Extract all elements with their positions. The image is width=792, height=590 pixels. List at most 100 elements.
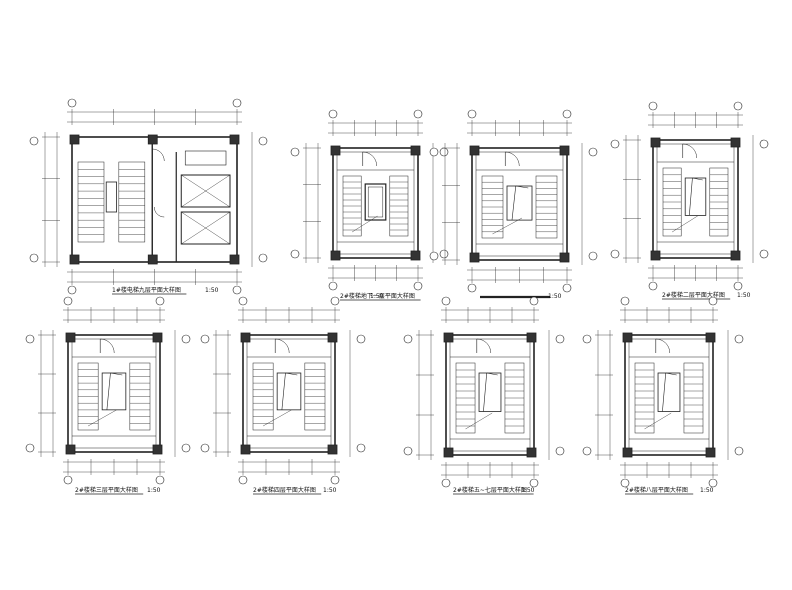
structural-column	[330, 145, 341, 156]
structural-column	[69, 134, 80, 145]
walk-line	[351, 215, 378, 233]
structural-column	[730, 250, 741, 261]
stair-well	[684, 177, 707, 216]
axis-bubble	[232, 285, 242, 295]
wall-inner	[628, 338, 710, 452]
wall-outline	[332, 147, 419, 259]
plan-scale: 1:50	[737, 292, 751, 299]
structural-column	[69, 254, 80, 265]
axis-bubble	[734, 446, 744, 456]
break-line	[483, 372, 488, 412]
axis-bubble	[610, 139, 620, 149]
walk-line	[262, 409, 292, 427]
axis-bubble	[290, 147, 300, 157]
stair-void-inner	[367, 186, 384, 218]
axis-bubble	[529, 296, 539, 306]
stair-well	[105, 181, 118, 213]
break-line	[110, 372, 123, 376]
plan-title: 2#楼梯地下一层平面大样图	[340, 292, 415, 300]
structural-column	[443, 332, 454, 343]
axis-bubble	[63, 296, 73, 306]
structural-column	[240, 332, 251, 343]
wall-inner	[336, 151, 415, 255]
axis-bubble	[441, 296, 451, 306]
elevator-shaft	[180, 211, 231, 245]
axis-bubble	[258, 253, 268, 263]
axis-bubble	[181, 334, 191, 344]
door-swing	[100, 338, 115, 354]
structural-column	[559, 252, 570, 263]
axis-bubble	[403, 334, 413, 344]
plan-title: 2#楼梯三层平面大样图	[75, 486, 138, 494]
plan-scale: 1:50	[147, 487, 161, 494]
axis-bubble	[555, 446, 565, 456]
axis-bubble	[562, 283, 572, 293]
axis-bubble	[413, 281, 423, 291]
axis-bubble	[238, 296, 248, 306]
walk-line	[492, 217, 523, 235]
plan-scale: 1:50	[205, 287, 219, 294]
structural-column	[147, 254, 158, 265]
walk-line	[465, 412, 493, 430]
axis-bubble	[155, 475, 165, 485]
wall-outline	[471, 147, 568, 261]
break-line	[665, 372, 677, 376]
axis-bubble	[733, 281, 743, 291]
structural-column	[526, 447, 537, 458]
wall-outline	[242, 334, 336, 453]
door-swing	[362, 151, 377, 167]
axis-bubble	[610, 249, 620, 259]
wall-outline	[67, 334, 161, 453]
axis-bubble	[708, 478, 718, 488]
plan-scale: 1:50	[700, 487, 714, 494]
axis-bubble	[67, 285, 77, 295]
wall-inner	[475, 151, 564, 257]
stair-well	[101, 372, 127, 411]
structural-column	[229, 254, 240, 265]
structural-column	[622, 447, 633, 458]
axis-bubble	[232, 98, 242, 108]
wall-inner	[71, 338, 157, 449]
structural-column	[65, 332, 76, 343]
plan-title: 2#楼梯四层平面大样图	[253, 486, 316, 494]
axis-bubble	[467, 109, 477, 119]
axis-bubble	[25, 443, 35, 453]
break-line	[515, 185, 529, 189]
axis-bubble	[356, 443, 366, 453]
structural-column	[65, 444, 76, 455]
shaft-cross	[181, 174, 231, 208]
shaft-small	[184, 150, 227, 166]
wall-outline	[652, 139, 739, 259]
floor-plan-p6: 2#楼梯四层平面大样图 1:50	[200, 296, 366, 495]
axis-bubble	[562, 109, 572, 119]
break-line	[285, 372, 298, 376]
axis-bubble	[439, 249, 449, 259]
floor-plan-p5: 2#楼梯三层平面大样图 1:50	[25, 296, 191, 495]
axis-bubble	[620, 296, 630, 306]
plan-scale: 1:50	[323, 487, 337, 494]
wall-outline	[445, 334, 535, 456]
plan-scale: 1:50	[521, 487, 535, 494]
axis-bubble	[328, 281, 338, 291]
stair-well	[478, 372, 502, 412]
wall-inner	[449, 338, 531, 452]
axis-bubble	[29, 253, 39, 263]
axis-bubble	[759, 249, 769, 259]
structural-column	[327, 332, 338, 343]
structural-column	[650, 250, 661, 261]
floor-plan-p3: 1:50	[429, 109, 598, 300]
structural-column	[152, 332, 163, 343]
break-line	[486, 372, 498, 376]
wall-outline	[71, 136, 238, 263]
structural-column	[622, 332, 633, 343]
structural-column	[730, 137, 741, 148]
door-swing	[505, 151, 520, 167]
axis-bubble	[588, 147, 598, 157]
structural-column	[410, 250, 421, 261]
axis-bubble	[356, 334, 366, 344]
structural-column	[410, 145, 421, 156]
plan-title: 2#楼梯五~七层平面大样图	[453, 486, 527, 494]
